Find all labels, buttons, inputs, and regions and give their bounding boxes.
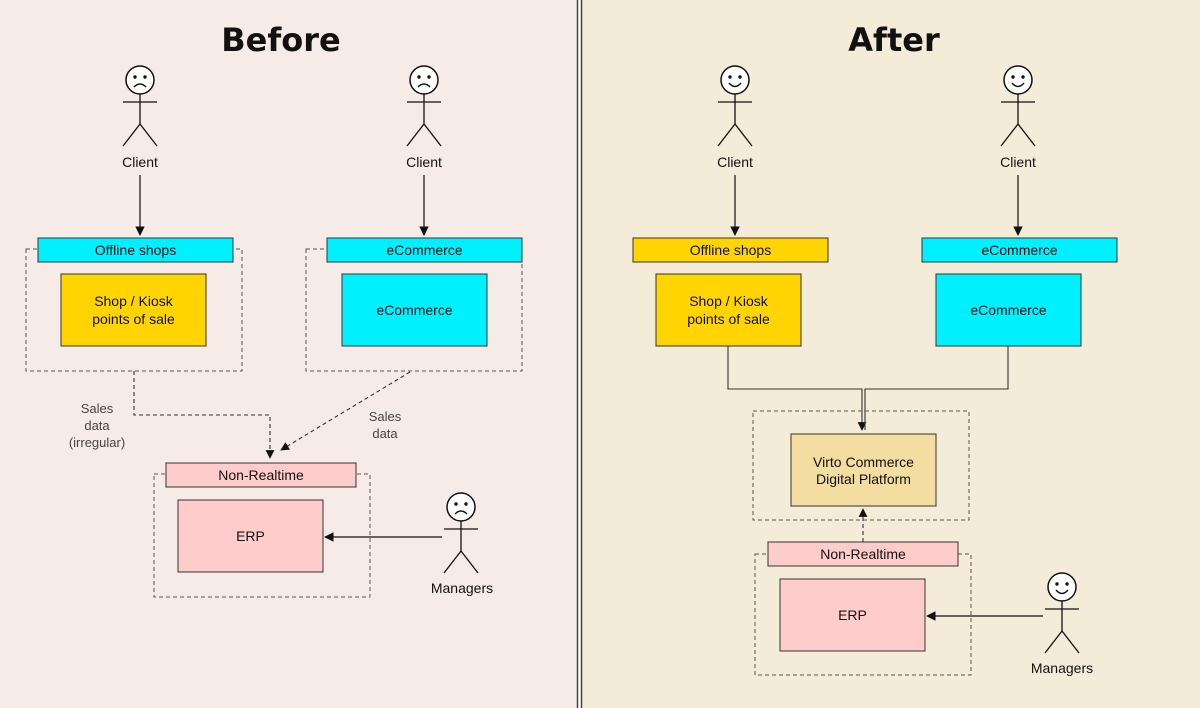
before-offline-header-box [37, 237, 234, 263]
after-erp-label: ERP [838, 607, 867, 623]
before-managers-label: Managers [431, 580, 493, 596]
after-ecom-to-virto-connector [864, 346, 1009, 430]
before-erp-label: ERP [236, 528, 265, 544]
before-sales-data-left-arrow [133, 371, 275, 459]
before-ecom-header-label: eCommerce [386, 242, 462, 258]
before-client-left-label: Client [122, 154, 158, 170]
before-sales-left-line1: Sales [81, 401, 114, 416]
before-shop-line2: points of sale [92, 311, 175, 327]
before-sales-left-line3: (irregular) [69, 435, 125, 450]
before-offline-header-label: Offline shops [95, 242, 176, 258]
before-nonrealtime-header-box [165, 462, 357, 488]
after-offline-header-box [632, 237, 829, 263]
before-client-right-sad-figure [406, 65, 442, 147]
before-ecom-box-label: eCommerce [376, 302, 452, 318]
before-nonrealtime-header-label: Non-Realtime [218, 467, 304, 483]
before-client-right-label: Client [406, 154, 442, 170]
before-title: Before [221, 21, 340, 59]
after-shop-line1: Shop / Kiosk [689, 293, 769, 309]
before-managers-sad-figure [443, 492, 479, 574]
after-shop-to-virto-connector [727, 346, 867, 431]
before-panel-background [0, 0, 577, 708]
after-client-right-happy-figure [1000, 65, 1036, 147]
after-erp-box [779, 578, 926, 652]
after-client-left-label: Client [717, 154, 753, 170]
before-sales-right-line2: data [372, 426, 398, 441]
after-nonrealtime-header-box [767, 541, 959, 567]
after-virto-line1: Virto Commerce [813, 454, 914, 470]
before-ecom-box [341, 273, 488, 347]
before-ecom-header-box [326, 237, 523, 263]
after-shop-line2: points of sale [687, 311, 770, 327]
after-client-left-happy-figure [717, 65, 753, 147]
before-sales-right-line1: Sales [369, 409, 402, 424]
before-erp-box [177, 499, 324, 573]
after-ecom-header-box [921, 237, 1118, 263]
after-managers-label: Managers [1031, 660, 1093, 676]
after-ecom-box [935, 273, 1082, 347]
before-sales-left-line2: data [84, 418, 110, 433]
after-virto-line2: Digital Platform [816, 471, 911, 487]
before-shop-line1: Shop / Kiosk [94, 293, 174, 309]
before-shop-box [60, 273, 207, 347]
after-virto-dashed-group [752, 410, 970, 521]
after-managers-happy-figure [1044, 572, 1080, 654]
after-client-right-label: Client [1000, 154, 1036, 170]
after-title: After [848, 21, 940, 59]
after-nonrealtime-header-label: Non-Realtime [820, 546, 906, 562]
after-ecom-header-label: eCommerce [981, 242, 1057, 258]
after-shop-box [655, 273, 802, 347]
after-virto-box [790, 433, 937, 507]
before-client-left-sad-figure [122, 65, 158, 147]
after-offline-header-label: Offline shops [690, 242, 771, 258]
after-ecom-box-label: eCommerce [970, 302, 1046, 318]
